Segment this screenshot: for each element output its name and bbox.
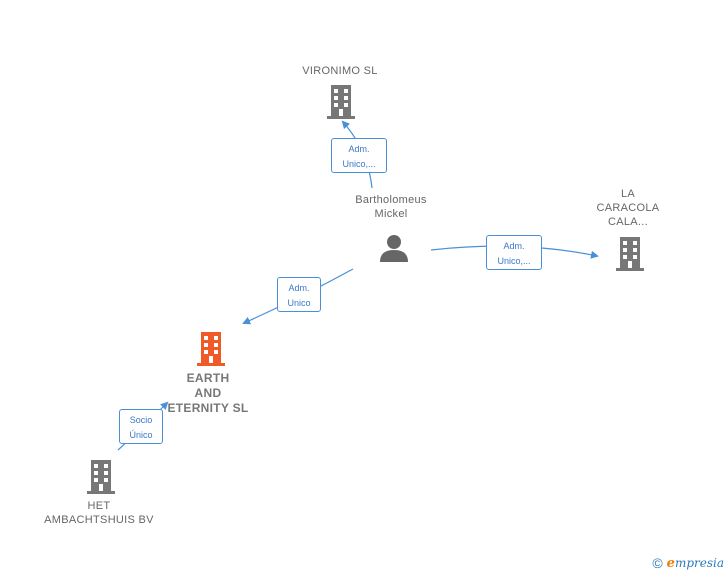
node-label-het[interactable]: HET AMBACHTSHUIS BV: [44, 500, 154, 526]
node-label-earth[interactable]: EARTH AND ETERNITY SL: [167, 371, 249, 415]
edge-label-to-vironimo[interactable]: Adm. Unico,...: [331, 138, 387, 173]
building-icon[interactable]: [85, 459, 117, 495]
building-icon[interactable]: [614, 236, 646, 272]
edge-label-to-earth[interactable]: Adm. Unico: [277, 277, 321, 312]
node-label-vironimo[interactable]: VIRONIMO SL: [302, 65, 378, 77]
person-icon[interactable]: [379, 233, 409, 263]
building-icon[interactable]: [325, 84, 357, 120]
brand-logo: © empresia: [652, 555, 724, 571]
node-label-bartholomeus[interactable]: Bartholomeus Mickel: [355, 194, 427, 220]
brand-wordmark: empresia: [666, 556, 724, 571]
copyright-icon: ©: [652, 555, 663, 571]
edge-label-het-to-earth[interactable]: Socio Único: [119, 409, 163, 444]
edge-label-to-la-caracola[interactable]: Adm. Unico,...: [486, 235, 542, 270]
node-label-la-caracola[interactable]: LA CARACOLA CALA...: [596, 188, 660, 228]
building-icon[interactable]: [195, 331, 227, 367]
